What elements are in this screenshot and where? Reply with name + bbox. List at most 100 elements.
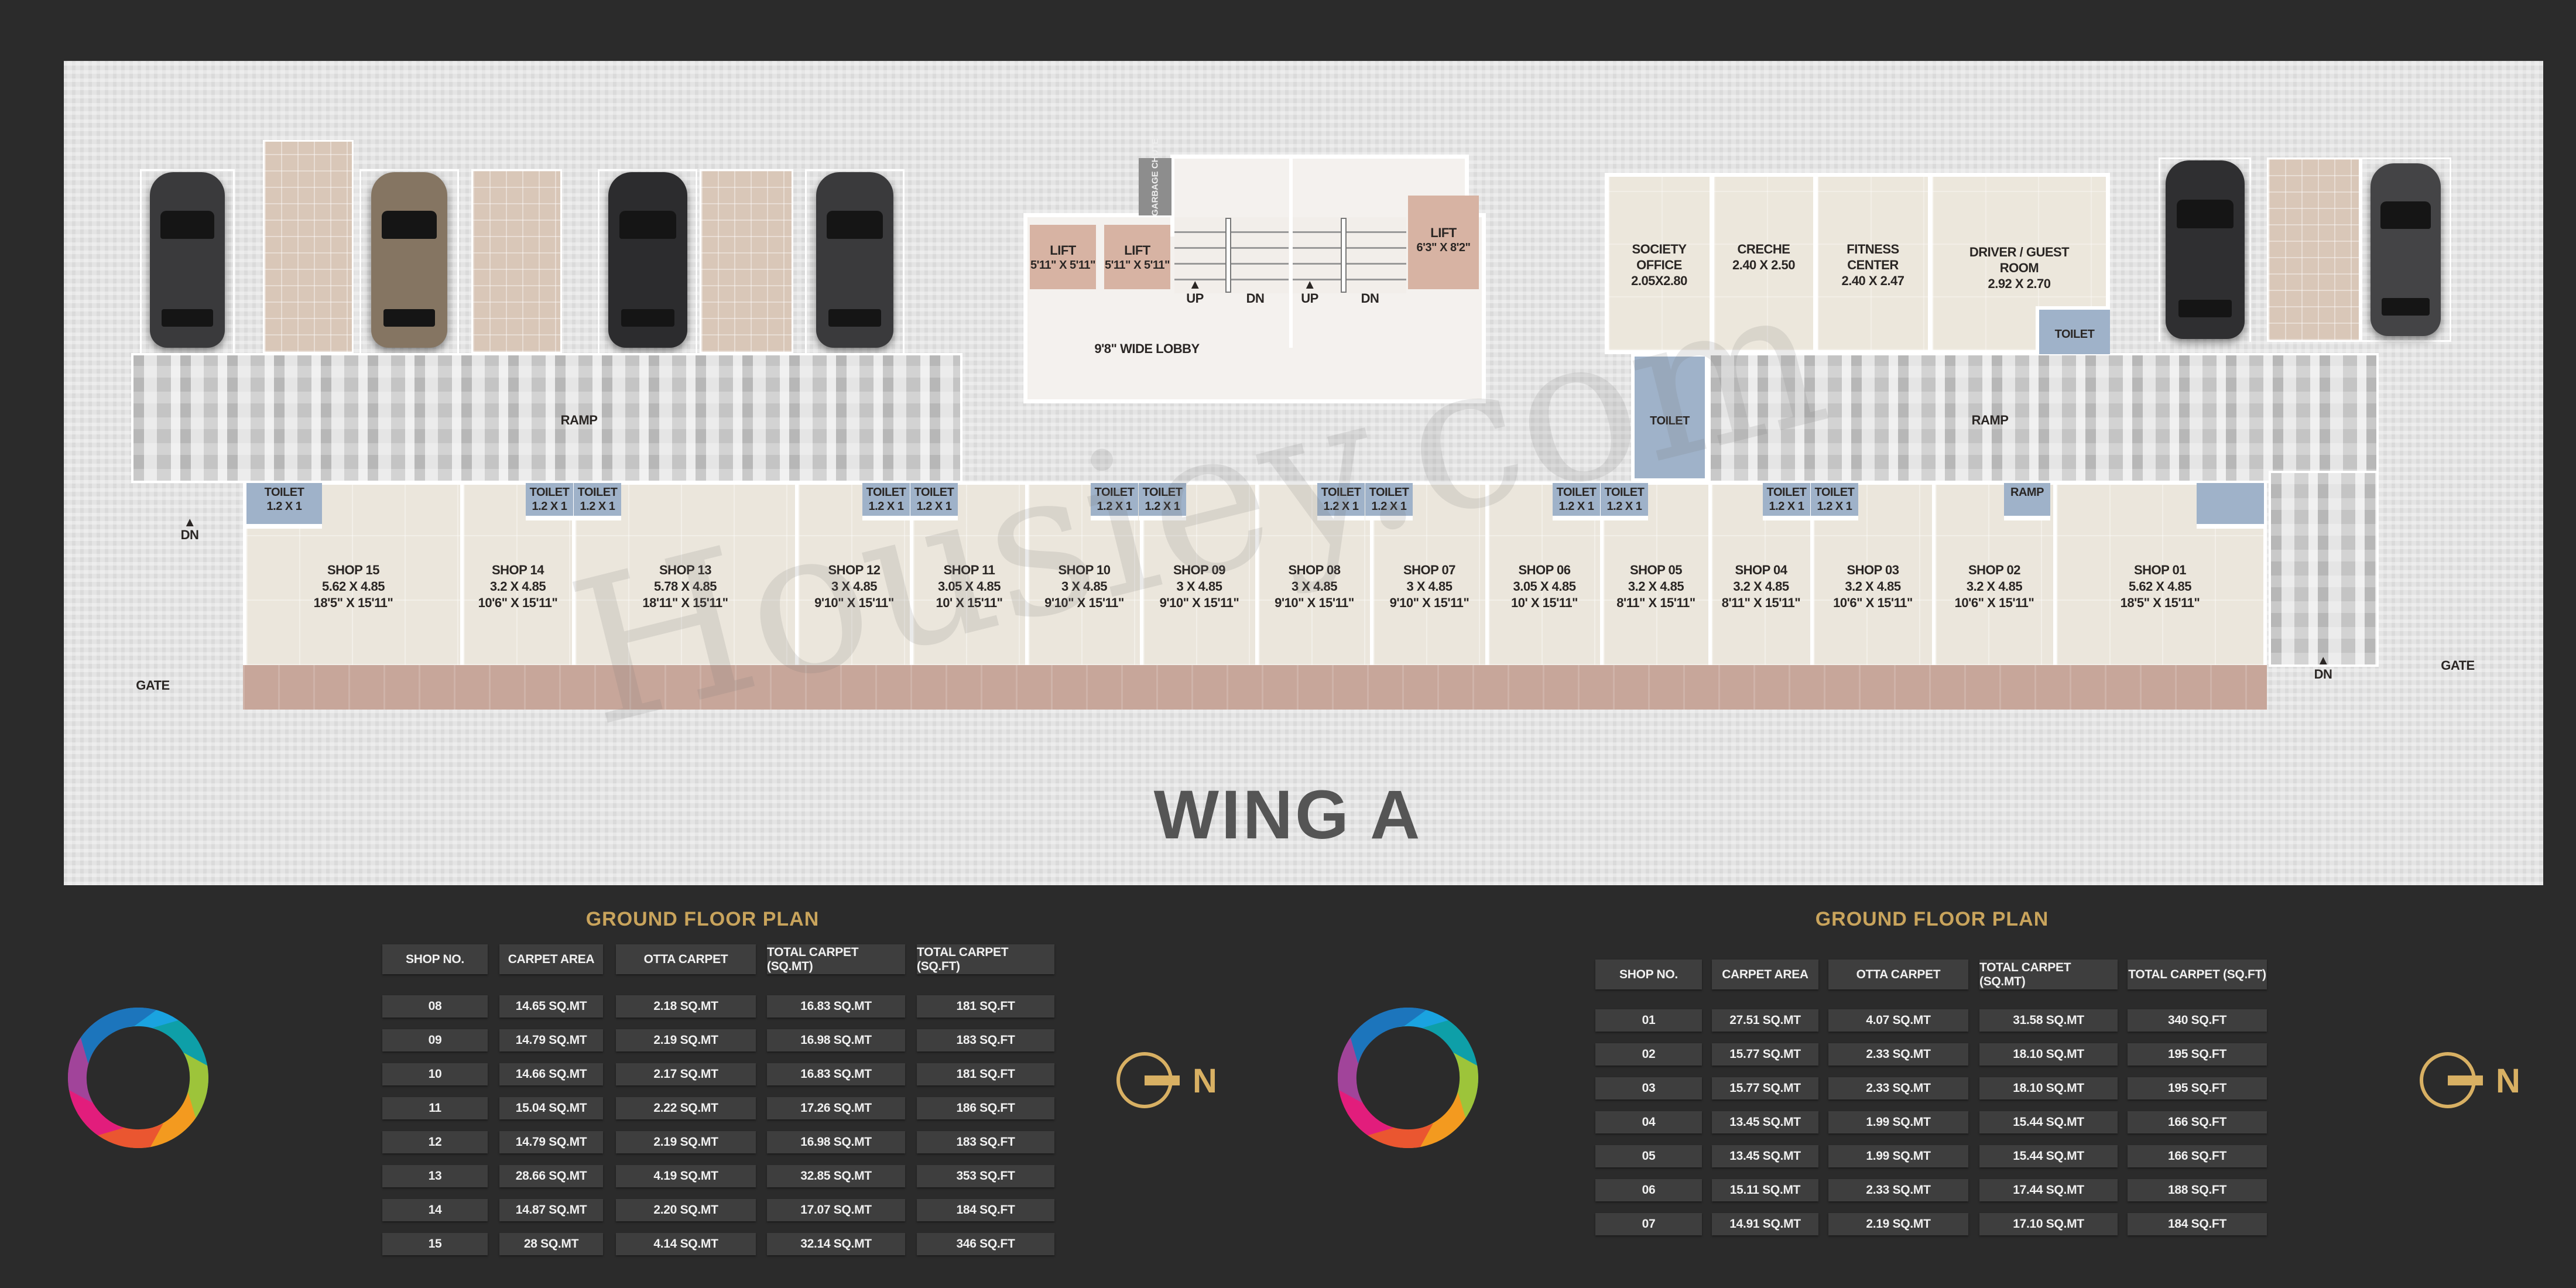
ramp-left: [131, 353, 962, 483]
shop-metric: 3 X 4.85: [831, 579, 877, 594]
amenity-name: SOCIETY OFFICE: [1632, 242, 1687, 272]
floor-plan: RAMP RAMP GARBAGE CHUTE LIFT 5'11" X 5'1…: [64, 61, 2543, 885]
shop-imperial: 9'10" X 15'11": [1159, 595, 1239, 610]
table-cell: 181 SQ.FT: [917, 1063, 1054, 1085]
toilet-label: RAMP: [2010, 486, 2044, 499]
shop-imperial: 18'11" X 15'11": [642, 595, 728, 610]
table-cell: 10: [382, 1063, 488, 1085]
shop-metric: 3.05 X 4.85: [937, 579, 1001, 594]
ramp-right-lower: [2269, 471, 2379, 667]
shop-imperial: 18'5" X 15'11": [2120, 595, 2200, 610]
car-icon: [2371, 163, 2441, 336]
table-cell: 18.10 SQ.MT: [1979, 1077, 2118, 1099]
car-icon: [2166, 160, 2245, 339]
shop-name: SHOP 12: [828, 563, 881, 577]
parking-bay: [359, 169, 459, 354]
compass-north-label: N: [1193, 1062, 1217, 1100]
table-cell: 16.98 SQ.MT: [767, 1131, 905, 1153]
amenity-size: 2.92 X 2.70: [1988, 276, 2051, 291]
table-cell: 16.98 SQ.MT: [767, 1029, 905, 1051]
table-cell: 28 SQ.MT: [499, 1233, 603, 1255]
logo-segment: [1350, 1008, 1427, 1064]
toilet-label: TOILET: [1369, 486, 1409, 499]
toilet-label: TOILET: [577, 486, 618, 499]
wall: [1289, 155, 1293, 348]
toilet-size: 1.2 X 1: [266, 500, 302, 513]
table-cell: 05: [1595, 1145, 1702, 1167]
table-header: OTTA CARPET: [1828, 960, 1968, 989]
table-cell: 17.26 SQ.MT: [767, 1097, 905, 1119]
table-cell: 1.99 SQ.MT: [1828, 1145, 1968, 1167]
parking-bay: [263, 140, 354, 354]
lift-1: LIFT 5'11" X 5'11": [1030, 225, 1096, 289]
shop-imperial: 9'10" X 15'11": [1044, 595, 1124, 610]
shop-imperial: 8'11" X 15'11": [1616, 595, 1695, 610]
shop-name: SHOP 10: [1058, 563, 1111, 577]
shop-imperial: 10'6" X 15'11": [478, 595, 558, 610]
table-header: TOTAL CARPET (SQ.FT): [2128, 960, 2267, 989]
table-cell: 14: [382, 1199, 488, 1221]
shop-imperial: 10' X 15'11": [1511, 595, 1578, 610]
ramp-left-label: RAMP: [560, 413, 598, 427]
up-arrow-icon: ▲: [1303, 277, 1316, 292]
lift-label: LIFT: [1124, 243, 1150, 258]
table-cell: 353 SQ.FT: [917, 1165, 1054, 1187]
shop-name: SHOP 05: [1629, 563, 1683, 577]
toilet-label: TOILET: [1142, 486, 1183, 499]
toilet-size: 1.2 X 1: [916, 500, 952, 513]
shop-metric: 3.2 X 4.85: [1628, 579, 1684, 594]
dn-right-label: DN: [2314, 667, 2332, 681]
gate-right-label: GATE: [2441, 658, 2475, 673]
shop-metric: 3.2 X 4.85: [1733, 579, 1789, 594]
table-header: TOTAL CARPET (SQ.MT): [767, 944, 905, 974]
table-cell: 14.79 SQ.MT: [499, 1131, 603, 1153]
lift-3: LIFT 6'3" X 8'2": [1408, 196, 1479, 289]
shop-name: SHOP 07: [1403, 563, 1456, 577]
garbage-chute-label: GARBAGE CHUTE: [1150, 138, 1160, 216]
table-cell: 11: [382, 1097, 488, 1119]
shop-name: SHOP 13: [659, 563, 712, 577]
toilet-label: TOILET: [1814, 486, 1855, 499]
table-cell: 07: [1595, 1213, 1702, 1235]
table-cell: 14.65 SQ.MT: [499, 995, 603, 1018]
table-cell: 166 SQ.FT: [2128, 1111, 2267, 1133]
shop-metric: 3 X 4.85: [1406, 579, 1453, 594]
table-cell: 18.10 SQ.MT: [1979, 1043, 2118, 1066]
shop-name: SHOP 15: [327, 563, 380, 577]
table-cell: 4.19 SQ.MT: [616, 1165, 756, 1187]
shop-metric: 3.2 X 4.85: [1845, 579, 1901, 594]
table-cell: 12: [382, 1131, 488, 1153]
parking-bay: [2159, 157, 2251, 342]
toilet-size: 1.2 X 1: [1371, 500, 1407, 513]
table-cell: 01: [1595, 1009, 1702, 1032]
table-cell: 15: [382, 1233, 488, 1255]
gate-left-label: GATE: [136, 678, 170, 693]
table-cell: 2.19 SQ.MT: [616, 1131, 756, 1153]
shop-name: SHOP 04: [1735, 563, 1787, 577]
lift-size: 5'11" X 5'11": [1030, 259, 1095, 272]
lift-label: LIFT: [1430, 225, 1457, 240]
table-cell: 03: [1595, 1077, 1702, 1099]
table-cell: 13: [382, 1165, 488, 1187]
table-header: SHOP NO.: [382, 944, 488, 974]
toilet-size: 1.2 X 1: [1606, 500, 1642, 513]
lift-2: LIFT 5'11" X 5'11": [1104, 225, 1170, 289]
shop-imperial: 9'10" X 15'11": [1275, 595, 1354, 610]
table-cell: 32.14 SQ.MT: [767, 1233, 905, 1255]
table-cell: 04: [1595, 1111, 1702, 1133]
toilet-size: 1.2 X 1: [1769, 500, 1804, 513]
amenity-name: CRECHE: [1737, 242, 1790, 256]
shop-imperial: 10'6" X 15'11": [1833, 595, 1913, 610]
parking-bay: [471, 169, 562, 354]
stair-rail: [1225, 218, 1231, 293]
